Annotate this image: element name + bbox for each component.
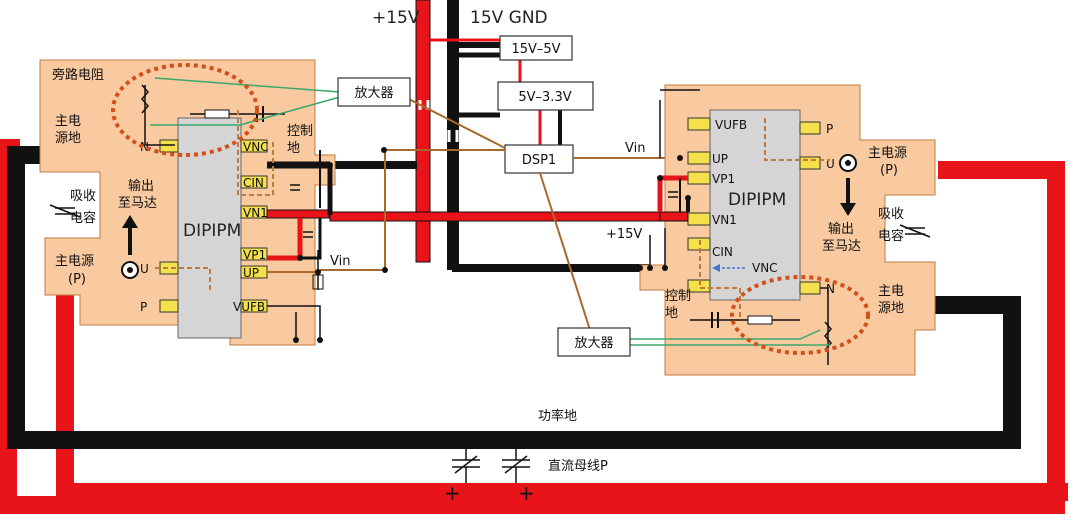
plus15v-label: +15V	[372, 8, 420, 28]
regulator-15v-5v: 15V–5V	[499, 35, 573, 61]
dsp-label: DSP1	[522, 153, 556, 168]
right-pin-n-label: N	[826, 282, 835, 296]
left-pin-u-label: U	[140, 262, 149, 276]
left-control-ground-line2: 地	[287, 141, 300, 156]
right-pin-vnc-label: VNC	[752, 261, 778, 275]
left-pin-up-label: UP	[243, 266, 259, 280]
right-main-supply-line1: 主电源	[868, 146, 907, 161]
left-output-line1: 输出	[128, 178, 154, 194]
regulator-5v-3v3: 5V–3.3V	[497, 81, 594, 111]
right-main-ground-line2: 源地	[878, 301, 904, 316]
right-plus15v-label: +15V	[606, 227, 642, 242]
right-main-ground-line1: 主电	[878, 284, 904, 299]
bus-cap1-plus: +	[444, 481, 461, 505]
left-output-line2: 至马达	[118, 196, 157, 211]
left-pin-vp1-label: VP1	[243, 248, 266, 262]
right-absorb-cap-line2: 电容	[878, 228, 904, 244]
left-ipm-label: DIPIPM	[183, 221, 241, 241]
left-amplifier: 放大器	[337, 77, 411, 107]
right-output-line1: 输出	[828, 221, 854, 237]
left-pin-vnc-label: VNC	[243, 140, 269, 154]
dsp-signal-lines	[320, 91, 680, 331]
left-pin-n-label: N	[140, 140, 149, 154]
right-capacitor-symbols	[668, 191, 931, 238]
right-vin-label: Vin	[625, 141, 645, 156]
right-main-supply-line2: (P)	[880, 163, 898, 178]
right-pin-vp1-label: VP1	[712, 172, 735, 186]
right-control-ground-line2: 地	[665, 306, 678, 321]
left-junction-dots	[293, 147, 388, 343]
left-amplifier-label: 放大器	[354, 86, 393, 101]
right-absorb-cap-line1: 吸收	[878, 207, 904, 222]
left-pin-vufb-label: VUFB	[233, 300, 265, 314]
left-vin-label: Vin	[330, 254, 350, 269]
right-pins	[687, 117, 821, 295]
left-capacitor-symbols	[49, 184, 313, 238]
regulator-5v-3v3-label: 5V–3.3V	[518, 90, 571, 105]
right-pin-vn1-label: VN1	[712, 213, 737, 227]
power-ground-label: 功率地	[538, 408, 577, 424]
bus-capacitor-1	[452, 448, 480, 483]
left-pin-cin-label: CIN	[243, 176, 264, 190]
left-pins	[159, 139, 268, 313]
dsp-block: DSP1	[504, 144, 574, 174]
left-main-supply-line1: 主电源	[55, 254, 94, 269]
regulator-15v-5v-label: 15V–5V	[511, 42, 560, 57]
left-main-supply-line2: (P)	[68, 272, 86, 287]
right-control-ground-line1: 控制	[665, 289, 691, 304]
left-main-ground-line2: 源地	[55, 131, 81, 146]
gnd15v-label: 15V GND	[470, 8, 548, 28]
right-amplifier: 放大器	[557, 327, 631, 357]
left-main-ground-line1: 主电	[55, 114, 81, 129]
left-absorb-cap-line2: 电容	[70, 210, 96, 226]
right-pin-up-label: UP	[712, 152, 728, 166]
right-output-terminal	[839, 154, 857, 216]
left-pin-vn1-label: VN1	[243, 206, 268, 220]
bus-cap2-plus: +	[518, 481, 535, 505]
right-pin-vufb-label: VUFB	[715, 118, 747, 132]
right-pin-p-label: P	[826, 122, 833, 136]
left-control-ground-line1: 控制	[287, 124, 313, 139]
right-wiring	[630, 89, 870, 365]
right-output-line2: 至马达	[822, 239, 861, 254]
bus-capacitor-2	[502, 448, 530, 483]
right-amplifier-label: 放大器	[574, 336, 613, 351]
right-junction-dots	[637, 155, 691, 271]
right-ipm-label: DIPIPM	[728, 190, 786, 210]
power-ground-loop	[7, 146, 1021, 449]
left-bypass-resistor-label: 旁路电阻	[52, 67, 104, 83]
dc-bus-label: 直流母线P	[548, 459, 608, 474]
right-pin-u-label: U	[826, 157, 835, 171]
left-wiring	[111, 63, 341, 340]
right-pin-cin-label: CIN	[712, 245, 733, 259]
left-output-terminal	[121, 215, 139, 279]
left-pin-p-label: P	[140, 300, 147, 314]
left-absorb-cap-line1: 吸收	[70, 189, 96, 204]
